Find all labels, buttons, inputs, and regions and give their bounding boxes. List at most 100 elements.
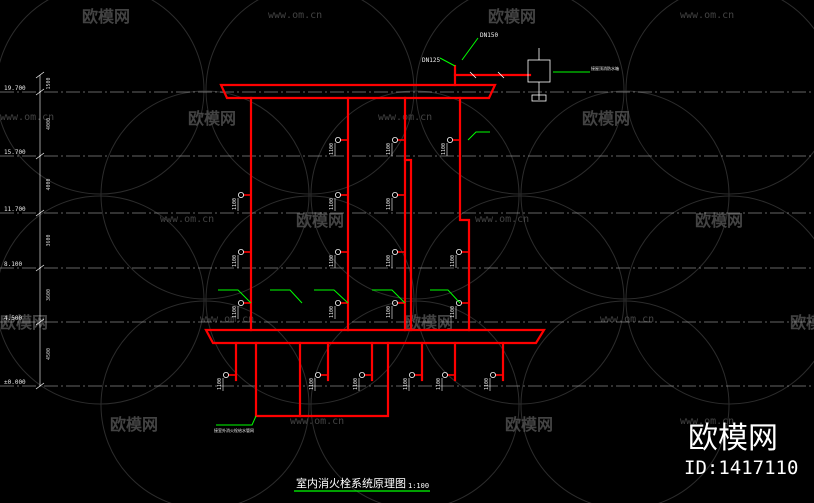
hydrant-height-label: 1100 (403, 378, 409, 390)
top-ring-main (219, 83, 497, 100)
dimension-tick (35, 71, 45, 79)
dimension-tick (35, 382, 45, 390)
hydrant-icon (334, 136, 341, 143)
tank-base (531, 94, 547, 102)
segment-dimension: 3600 (46, 234, 52, 246)
hydrant-icon (455, 299, 462, 306)
hydrant-height-label: 1100 (329, 198, 335, 210)
hydrant-icon (314, 371, 321, 378)
riser-4 (458, 96, 471, 332)
leader-top-dn125 (439, 57, 456, 67)
watermark-brand: 欧模网 (0, 313, 48, 332)
leader-top-dn150 (461, 37, 479, 61)
tank-valve-box (527, 59, 551, 83)
watermark-circle (0, 195, 205, 405)
note-right: 接屋顶消防水箱 (591, 65, 619, 71)
watermark-brand: 欧模网 (405, 313, 453, 332)
hydrant-height-label: 1100 (217, 378, 223, 390)
corner-brand-id: ID:1417110 (684, 457, 798, 479)
hydrant-icon (237, 248, 244, 255)
hydrant-icon (391, 248, 398, 255)
hydrant-icon (391, 191, 398, 198)
hydrant-height-label: 1100 (329, 306, 335, 318)
pipe-network (204, 64, 546, 418)
watermark-circle (625, 0, 814, 195)
watermark-circle (520, 300, 730, 503)
hydrant-height-label: 1100 (232, 306, 238, 318)
hydrant-height-label: 1100 (450, 255, 456, 267)
hydrant-height-label: 1100 (232, 255, 238, 267)
watermark-url: www.om.cn (200, 314, 254, 325)
watermark-url: www.om.cn (0, 112, 54, 123)
leader-bottom (216, 415, 257, 426)
hydrant-icon (222, 371, 229, 378)
watermark-brand: 欧模网 (505, 415, 553, 434)
note-dn150: DN150 (480, 32, 498, 39)
watermark-brand: 欧模网 (296, 211, 344, 230)
leader-floor1-5 (430, 289, 461, 304)
watermark-url: www.om.cn (268, 10, 322, 21)
hydrant-height-label: 1100 (386, 255, 392, 267)
hydrant-height-label: 1100 (329, 255, 335, 267)
hydrant-icon (391, 299, 398, 306)
leader-floor1-1 (218, 289, 252, 304)
dimension-tick (35, 88, 45, 96)
hydrant-height-label: 1100 (436, 378, 442, 390)
leader-floor1-3 (314, 289, 349, 304)
watermark-circle (205, 0, 415, 195)
watermark-circle (310, 300, 520, 503)
hydrant-icon (455, 248, 462, 255)
hydrant-icon (334, 299, 341, 306)
hydrant-icon (334, 248, 341, 255)
valve-1 (469, 71, 477, 79)
level-label: 4.500 (4, 315, 22, 322)
dimension-tick (35, 209, 45, 217)
dimension-tick (35, 264, 45, 272)
segment-dimension: 1500 (46, 77, 52, 89)
watermark-url: www.om.cn (475, 214, 529, 225)
leader-riser4 (467, 131, 490, 141)
hydrant-icon (391, 136, 398, 143)
hydrant-icon (441, 371, 448, 378)
hydrant-icon (334, 191, 341, 198)
hydrant-height-label: 1100 (484, 378, 490, 390)
hydrant-height-label: 1100 (309, 378, 315, 390)
hydrant-height-label: 1100 (441, 143, 447, 155)
dimension-tick (35, 318, 45, 326)
watermark-brand: 欧模网 (188, 109, 236, 128)
watermark-circle (100, 90, 310, 300)
level-label: 8.100 (4, 261, 22, 268)
diagram-scale: 1:100 (408, 482, 429, 490)
level-label: 11.700 (4, 206, 26, 213)
hydrant-height-label: 1100 (386, 306, 392, 318)
segment-dimension: 4000 (46, 118, 52, 130)
watermark-brand: 欧模网 (488, 7, 536, 26)
watermark-url: www.om.cn (680, 416, 734, 427)
hydrant-icon (408, 371, 415, 378)
watermark-circle (625, 195, 814, 405)
annotation-leaders (216, 37, 590, 426)
inlet-pipe (254, 341, 390, 418)
valve-2 (497, 71, 505, 79)
diagram-title: 室内消火栓系统原理图 (296, 476, 406, 490)
hydrant-height-label: 1100 (232, 198, 238, 210)
bottom-ring-main (204, 328, 546, 345)
hydrant-height-label: 1100 (353, 378, 359, 390)
hydrant-icon (489, 371, 496, 378)
level-label: ±0.000 (4, 379, 26, 386)
note-dn125: DN125 (422, 57, 440, 64)
leader-floor1-4 (372, 289, 406, 304)
watermark-circle (205, 195, 415, 405)
corner-brand-name: 欧模网 (688, 421, 778, 456)
watermark-brand: 欧模网 (582, 109, 630, 128)
watermark-brand: 欧模网 (110, 415, 158, 434)
hydrant-icon (358, 371, 365, 378)
watermark-circle (415, 0, 625, 195)
watermark-brand: 欧模网 (695, 211, 743, 230)
hydrant-height-label: 1100 (329, 143, 335, 155)
segment-dimension: 4000 (46, 178, 52, 190)
dimension-tick (35, 152, 45, 160)
hydrant-icon (446, 136, 453, 143)
